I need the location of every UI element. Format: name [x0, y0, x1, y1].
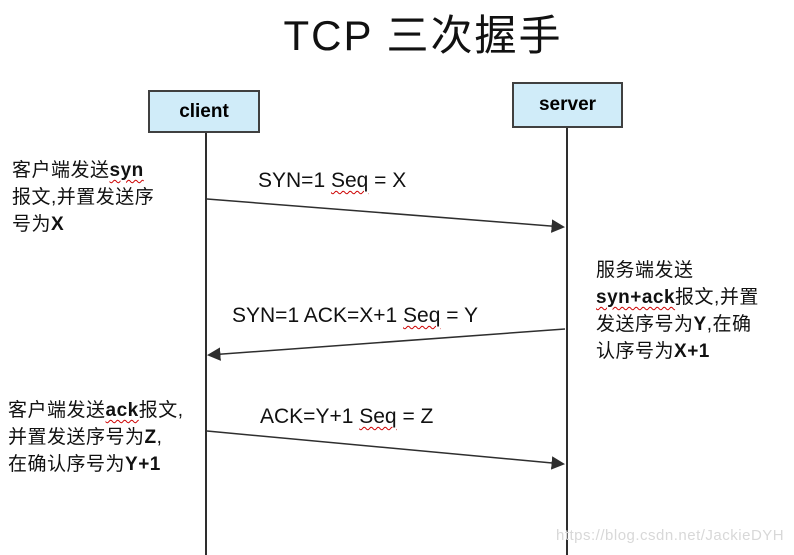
- ack-message-label: ACK=Y+1 Seq = Z: [260, 405, 434, 428]
- server-lifeline: [566, 128, 568, 555]
- client-actor-label: client: [179, 100, 229, 122]
- syn-ack-message-label: SYN=1 ACK=X+1 Seq = Y: [232, 304, 478, 327]
- ack-arrow: [206, 430, 566, 470]
- client-actor-box: client: [148, 90, 260, 133]
- client-lifeline: [205, 133, 207, 555]
- server-actor-label: server: [538, 94, 597, 115]
- server-actor-box: server: [512, 82, 623, 128]
- watermark-text: https://blog.csdn.net/JackieDYH: [556, 527, 785, 544]
- syn-ack-arrow: [206, 328, 566, 361]
- page-title: TCP 三次握手: [283, 12, 563, 59]
- syn-arrow: [206, 198, 566, 233]
- syn-message-label: SYN=1 Seq = X: [258, 169, 407, 192]
- client-ack-annotation: 客户端发送ack报文,并置发送序号为Z,在确认序号为Y+1: [8, 400, 184, 475]
